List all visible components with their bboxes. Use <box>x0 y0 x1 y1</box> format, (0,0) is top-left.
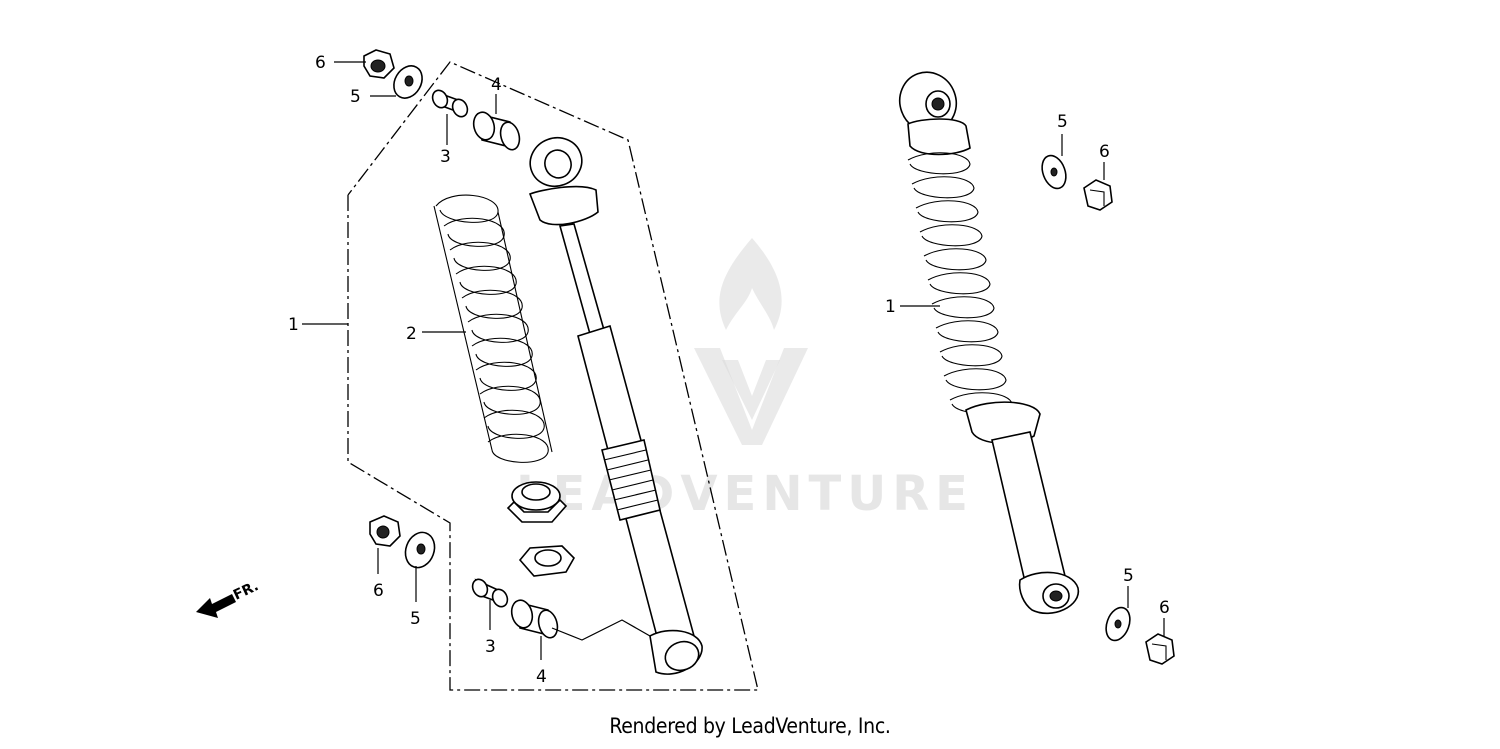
callout-left-assembly: 1 <box>288 315 299 335</box>
callout-washer-top: 5 <box>350 87 361 107</box>
callout-right-assembly: 1 <box>885 297 896 317</box>
bottom-nut <box>369 515 401 547</box>
callout-nut-top: 6 <box>315 53 326 73</box>
leader-lines-left <box>302 61 651 660</box>
callout-collar-bottom: 3 <box>485 637 496 657</box>
watermark-logo <box>694 238 808 445</box>
leader-lines-right <box>900 134 1165 636</box>
assembly-group-outline <box>347 61 759 691</box>
top-nut <box>363 49 395 79</box>
callout-nut-bottom: 6 <box>373 581 384 601</box>
bottom-collar <box>471 578 509 608</box>
right-shock-assembly <box>898 71 1079 615</box>
footer-text: Rendered by LeadVenture, Inc. <box>609 714 891 738</box>
top-collar <box>431 89 469 118</box>
top-bushing <box>472 111 521 151</box>
right-top-nut <box>1083 179 1113 211</box>
callout-spring: 2 <box>406 324 417 344</box>
spring-seat-upper <box>506 481 568 523</box>
right-bottom-nut <box>1145 633 1175 665</box>
top-washer <box>393 65 423 99</box>
callout-right-washer-top: 5 <box>1057 112 1068 132</box>
damper-body <box>528 136 703 675</box>
front-direction-arrow <box>196 594 236 618</box>
watermark-text: LEADVENTURE <box>516 466 974 522</box>
spring-seat-lower <box>518 545 575 577</box>
callout-bushing-bottom: 4 <box>536 667 547 687</box>
callout-right-nut-bottom: 6 <box>1159 598 1170 618</box>
right-bottom-washer <box>1105 606 1131 642</box>
right-top-washer <box>1041 154 1067 190</box>
callout-collar-top: 3 <box>440 147 451 167</box>
callout-right-nut-top: 6 <box>1099 142 1110 162</box>
callout-washer-bottom: 5 <box>410 609 421 629</box>
bottom-bushing <box>510 599 559 639</box>
coil-spring <box>433 194 553 463</box>
bottom-washer <box>404 531 436 569</box>
callout-right-washer-bottom: 5 <box>1123 566 1134 586</box>
callout-bushing-top: 4 <box>491 75 502 95</box>
front-indicator-label: FR. <box>231 578 261 603</box>
footer-credit: Rendered by LeadVenture, Inc. <box>0 714 1500 738</box>
